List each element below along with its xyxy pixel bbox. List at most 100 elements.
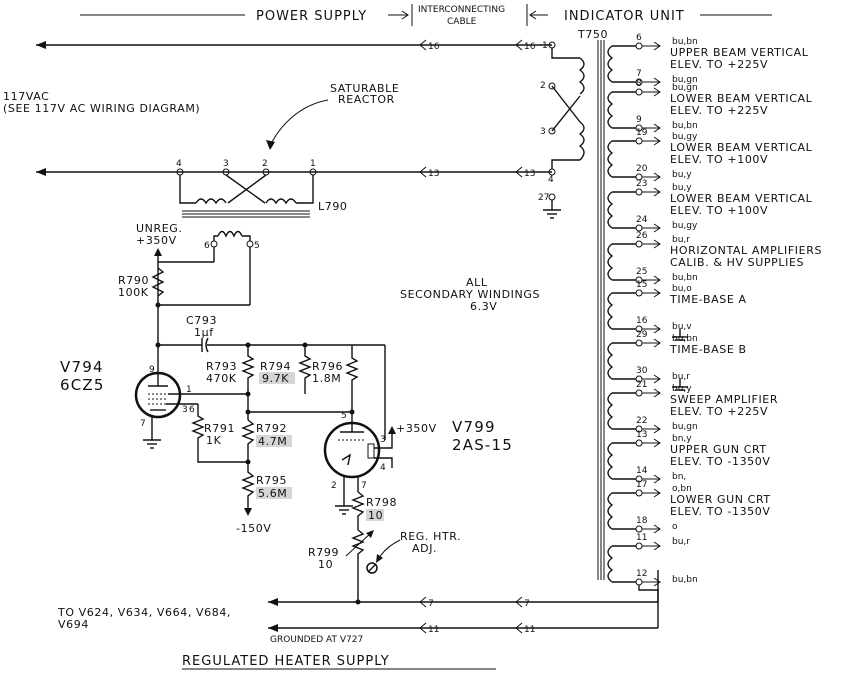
t750-pin-3: 3 <box>540 127 546 137</box>
v799-type: 2AS-15 <box>452 436 513 454</box>
secondary-pin: 25 <box>636 267 647 277</box>
secondary-pin: 23 <box>636 179 647 189</box>
secondary-pin: 19 <box>636 128 648 138</box>
header-indicator-unit: INDICATOR UNIT <box>564 9 685 24</box>
secondary-pin: 20 <box>636 164 648 174</box>
r794-ref: R794 <box>260 360 291 373</box>
secondary-description: ELEV. TO +225V <box>670 405 768 418</box>
r792-value: 4.7M <box>258 435 287 448</box>
reactor-ref: L790 <box>318 200 348 213</box>
secondary-description: ELEV. TO +225V <box>670 58 768 71</box>
secondary-pin: 7 <box>636 69 642 79</box>
t750-pin-2: 2 <box>540 81 546 91</box>
secondary-pin: 13 <box>636 430 647 440</box>
reactor-pin-2: 2 <box>262 159 268 169</box>
wire-color-code: o,bn <box>672 484 692 494</box>
wire-color-code: bu,y <box>672 384 692 394</box>
wire-color-code: bu,r <box>672 235 690 245</box>
v794-pin-9: 9 <box>149 365 155 375</box>
r794-value: 9.7K <box>262 372 289 385</box>
r791-ref: R791 <box>204 422 235 435</box>
secondary-note-line2: SECONDARY WINDINGS <box>400 288 540 301</box>
secondary-description: ELEV. TO +100V <box>670 204 768 217</box>
connector-13-left: 13 <box>428 169 439 179</box>
secondary-description: ELEV. TO +100V <box>670 153 768 166</box>
v794-ref: V794 <box>60 358 104 376</box>
r792-ref: R792 <box>256 422 287 435</box>
v794-tube: V794 6CZ5 9 1 7 3 6 <box>60 345 248 449</box>
r793-value: 470K <box>206 372 237 385</box>
reg-htr-line2: ADJ. <box>412 542 437 555</box>
wire-color-code: bu,gn <box>672 422 698 432</box>
wire-color-code: bu,gn <box>672 83 698 93</box>
secondary-description: LOWER BEAM VERTICAL <box>670 192 813 205</box>
c793-value: 1μf <box>194 326 214 339</box>
secondary-description: HORIZONTAL AMPLIFIERS <box>670 244 822 257</box>
header-cable-line1: INTERCONNECTING <box>418 5 505 15</box>
r796-value: 1.8M <box>312 372 341 385</box>
connector-7-left: 7 <box>428 599 434 609</box>
line-16: 16 16 <box>36 39 552 52</box>
grounded-note: GROUNDED AT V727 <box>270 635 363 645</box>
v794-type: 6CZ5 <box>60 376 105 394</box>
wire-color-code: bu,v <box>672 322 692 332</box>
v799-pin-7: 7 <box>361 481 367 491</box>
header: POWER SUPPLY INTERCONNECTING CABLE INDIC… <box>80 4 772 27</box>
r795-ref: R795 <box>256 474 287 487</box>
secondary-description: TIME-BASE B <box>669 343 747 356</box>
secondary-pin: 14 <box>636 466 648 476</box>
v794-pin-3: 3 <box>182 405 188 415</box>
connector-7-right: 7 <box>524 599 530 609</box>
saturable-reactor: SATURABLE REACTOR 4 3 2 1 L790 6 5 <box>158 82 399 305</box>
secondary-pin: 15 <box>636 280 647 290</box>
secondary-note-line1: ALL <box>466 276 488 289</box>
v794-pin-6: 6 <box>189 405 195 415</box>
wire-color-code: bu,r <box>672 537 690 547</box>
line-11: 11 11 <box>268 622 658 635</box>
wire-color-code: bn,y <box>672 434 692 444</box>
reactor-label-line1: SATURABLE <box>330 82 399 95</box>
reactor-pin-4: 4 <box>176 159 182 169</box>
secondary-pin: 29 <box>636 330 648 340</box>
secondary-note-line3: 6.3V <box>470 300 497 313</box>
secondary-pin: 21 <box>636 380 647 390</box>
r793-ref: R793 <box>206 360 237 373</box>
secondary-description: LOWER GUN CRT <box>670 493 771 506</box>
wire-color-code: bu,bn <box>672 273 698 283</box>
reactor-pin-3: 3 <box>223 159 229 169</box>
secondary-pin: 26 <box>636 231 648 241</box>
r790-ref: R790 <box>118 274 149 287</box>
r798-value: 10 <box>368 509 383 522</box>
t750-pin-4: 4 <box>548 175 554 185</box>
input-117vac: 117VAC <box>3 90 49 103</box>
wire-color-code: bu,r <box>672 372 690 382</box>
v799-pin-4: 4 <box>380 463 386 473</box>
wire-color-code: bu,o <box>672 284 692 294</box>
wire-color-code: bn, <box>672 472 686 482</box>
header-power-supply: POWER SUPPLY <box>256 9 367 24</box>
secondary-pin: 11 <box>636 533 647 543</box>
secondary-pin: 9 <box>636 115 642 125</box>
v794-pin-7: 7 <box>140 419 146 429</box>
reg-htr-line1: REG. HTR. <box>400 530 461 543</box>
connector-16-left: 16 <box>428 42 440 52</box>
secondary-pin: 22 <box>636 416 647 426</box>
secondary-description: ELEV. TO -1350V <box>670 455 771 468</box>
wire-color-code: bu,y <box>672 170 692 180</box>
connector-16-right: 16 <box>524 42 536 52</box>
secondary-pin: 16 <box>636 316 648 326</box>
to-tubes-line2: V694 <box>58 618 89 631</box>
reactor-pin-1: 1 <box>310 159 316 169</box>
r799-ref: R799 <box>308 546 339 559</box>
v799-pin-5: 5 <box>341 411 347 421</box>
